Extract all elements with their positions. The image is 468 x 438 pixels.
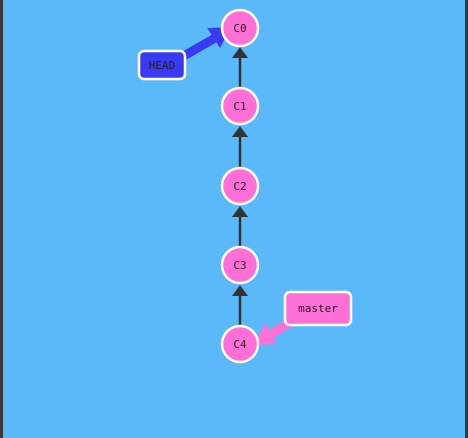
edge-c2-c1-arrowhead [232, 126, 248, 137]
commit-label: C3 [233, 259, 246, 272]
commit-label: C1 [233, 100, 246, 113]
commit-circle[interactable] [220, 324, 260, 364]
commit-circle[interactable] [220, 166, 260, 206]
commit-node-c1[interactable]: C1 [220, 86, 260, 126]
master-ref-arrowhead [254, 322, 277, 346]
commit-label: C4 [233, 338, 247, 351]
master-ref-box[interactable] [283, 290, 353, 327]
head-ref-label: HEAD [149, 59, 176, 72]
commit-circle[interactable] [220, 8, 260, 48]
edge-c1-c0-arrowhead [232, 47, 248, 58]
commit-node-c4[interactable]: C4 [220, 324, 260, 364]
edge-c4-c3-arrowhead [232, 285, 248, 296]
commit-label: C2 [233, 180, 246, 193]
head-ref[interactable]: HEAD [137, 26, 231, 81]
commit-node-c3[interactable]: C3 [220, 245, 260, 285]
commit-edges [232, 47, 248, 326]
commit-graph: HEAD master C0 C1 C2 C3 C4 [137, 8, 353, 364]
edge-c3-c2-arrowhead [232, 206, 248, 217]
commit-node-c2[interactable]: C2 [220, 166, 260, 206]
commit-node-c0[interactable]: C0 [220, 8, 260, 48]
head-ref-box[interactable] [137, 49, 187, 81]
master-ref-label: master [298, 302, 338, 315]
master-ref[interactable]: master [254, 290, 353, 346]
commit-circle[interactable] [220, 245, 260, 285]
commit-label: C0 [233, 22, 246, 35]
commit-circle[interactable] [220, 86, 260, 126]
